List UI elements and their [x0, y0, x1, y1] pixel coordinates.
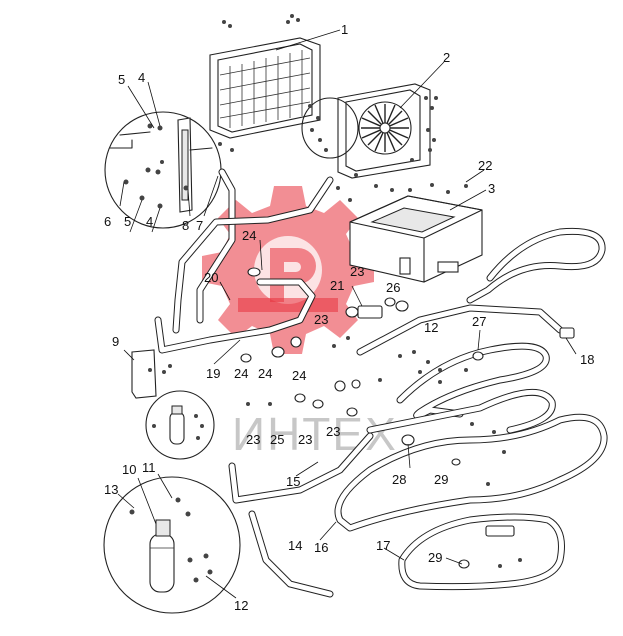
callout-29-top: 29 — [434, 472, 448, 487]
callout-9: 9 — [112, 334, 119, 349]
callout-21: 21 — [330, 278, 344, 293]
mounting-bracket — [131, 349, 172, 399]
radiator-assembly — [209, 14, 321, 152]
callout-7: 7 — [196, 218, 203, 233]
callout-28: 28 — [392, 472, 406, 487]
callout-26: 26 — [386, 280, 400, 295]
callouts: 1 2 3 22 5 4 6 5 4 8 7 9 24 20 23 21 26 … — [104, 22, 594, 613]
callout-12-top: 12 — [424, 320, 438, 335]
callout-13: 13 — [104, 482, 118, 497]
callout-24-left: 24 — [234, 366, 248, 381]
hoses — [154, 168, 608, 598]
callout-23-c: 23 — [326, 424, 340, 439]
callout-23-top: 23 — [350, 264, 364, 279]
callout-23-a: 23 — [246, 432, 260, 447]
callout-10: 10 — [122, 462, 136, 477]
callout-24-mid: 24 — [258, 366, 272, 381]
callout-17: 17 — [376, 538, 390, 553]
callout-27: 27 — [472, 314, 486, 329]
callout-3: 3 — [488, 181, 495, 196]
callout-4-top: 4 — [138, 70, 145, 85]
condenser-fan-assembly — [301, 83, 438, 179]
callout-19: 19 — [206, 366, 220, 381]
callout-5-top: 5 — [118, 72, 125, 87]
callout-14: 14 — [288, 538, 302, 553]
callout-1: 1 — [341, 22, 348, 37]
receiver-drier-detail-large — [103, 476, 241, 614]
callout-25: 25 — [270, 432, 284, 447]
callout-11: 11 — [142, 460, 156, 475]
callout-2: 2 — [443, 50, 450, 65]
callout-6: 6 — [104, 214, 111, 229]
callout-29-bottom: 29 — [428, 550, 442, 565]
fittings — [240, 267, 575, 569]
callout-23-mid: 23 — [314, 312, 328, 327]
bracket-detail-view — [104, 111, 222, 229]
callout-24-right: 24 — [292, 368, 306, 383]
callout-15: 15 — [286, 474, 300, 489]
callout-20: 20 — [204, 270, 218, 285]
callout-24-top: 24 — [242, 228, 256, 243]
callout-4-bottom: 4 — [146, 214, 153, 229]
receiver-drier-detail-small — [145, 390, 215, 460]
callout-5-bottom: 5 — [124, 214, 131, 229]
callout-12-bottom: 12 — [234, 598, 248, 613]
leader-lines — [117, 29, 577, 599]
callout-22: 22 — [478, 158, 492, 173]
callout-16: 16 — [314, 540, 328, 555]
callout-23-b: 23 — [298, 432, 312, 447]
callout-18: 18 — [580, 352, 594, 367]
evaporator-unit — [336, 173, 483, 283]
callout-8: 8 — [182, 218, 189, 233]
